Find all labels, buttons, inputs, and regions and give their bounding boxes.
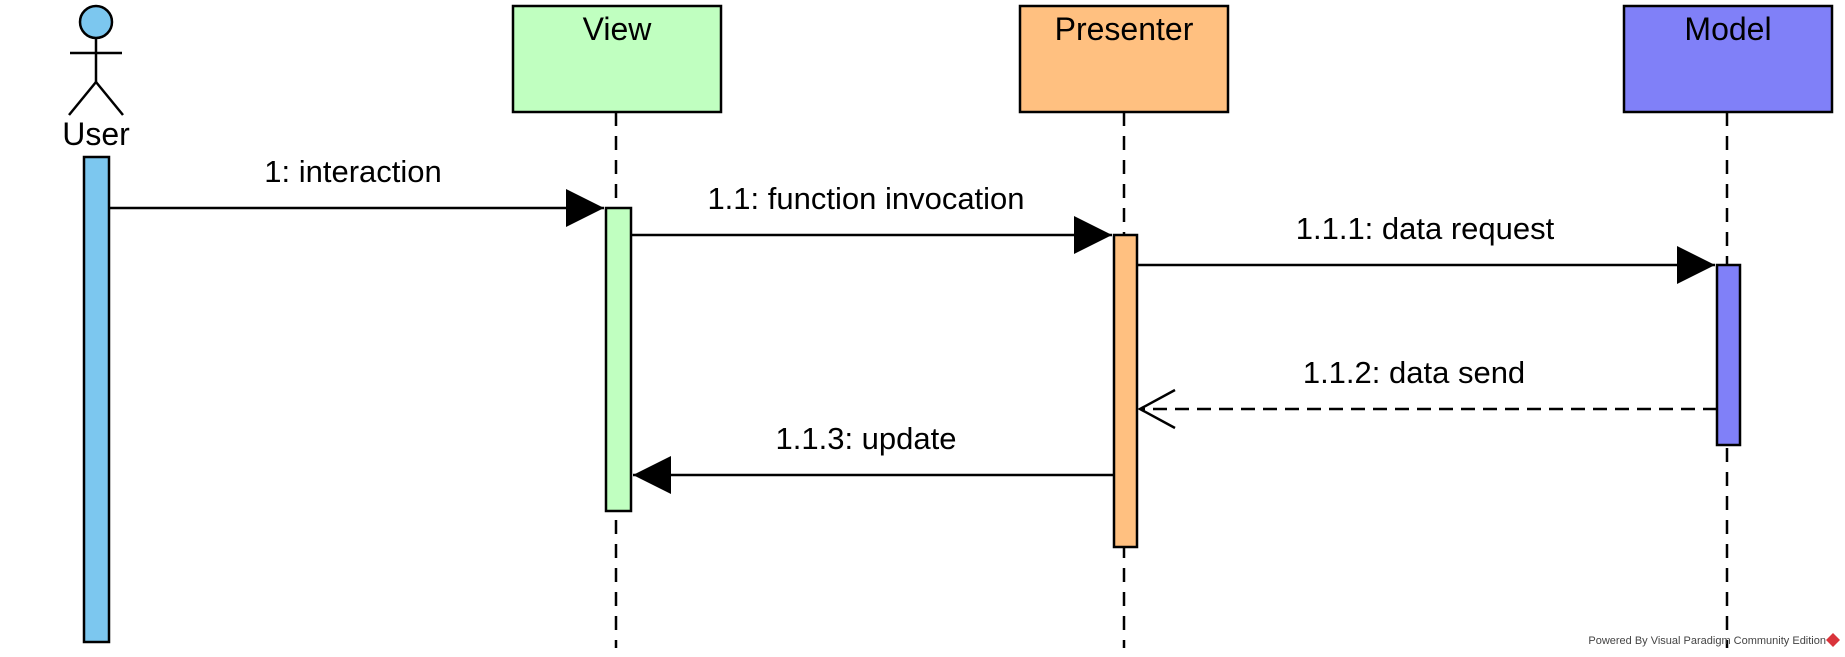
message-data-send-label: 1.1.2: data send [1303,355,1525,390]
actor-leg-left [68,81,97,116]
actor-head [78,4,114,40]
message-data-request-label: 1.1.1: data request [1296,211,1555,246]
footer-text: Powered By Visual Paradigm Community Edi… [1588,635,1826,647]
activation-model [1715,263,1742,447]
lifeline-view-label: View [583,11,653,47]
lifeline-model-box [1622,4,1834,114]
message-interaction[interactable]: 1: interaction [109,154,604,227]
message-data-request[interactable]: 1.1.1: data request [1137,211,1715,284]
message-update[interactable]: 1.1.3: update [633,421,1114,494]
actor-label: User [62,116,130,152]
message-function-invocation[interactable]: 1.1: function invocation [631,181,1112,254]
message-update-label: 1.1.3: update [776,421,957,456]
message-data-send[interactable]: 1.1.2: data send [1137,355,1717,430]
lifeline-view-box [511,4,723,114]
visual-paradigm-logo-icon [1826,633,1840,647]
actor-leg-right [95,81,124,116]
activation-view [604,206,633,513]
activation-presenter [1112,233,1139,549]
lifeline-presenter-label: Presenter [1055,11,1194,47]
lifeline-model-label: Model [1684,11,1771,47]
message-data-send-arrowhead [1137,388,1176,430]
message-function-invocation-label: 1.1: function invocation [707,181,1024,216]
actor-user[interactable]: User [62,4,130,152]
activation-user [82,155,111,644]
footer-watermark: Powered By Visual Paradigm Community Edi… [1588,633,1840,647]
message-interaction-label: 1: interaction [264,154,442,189]
lifeline-presenter-box [1018,4,1230,114]
